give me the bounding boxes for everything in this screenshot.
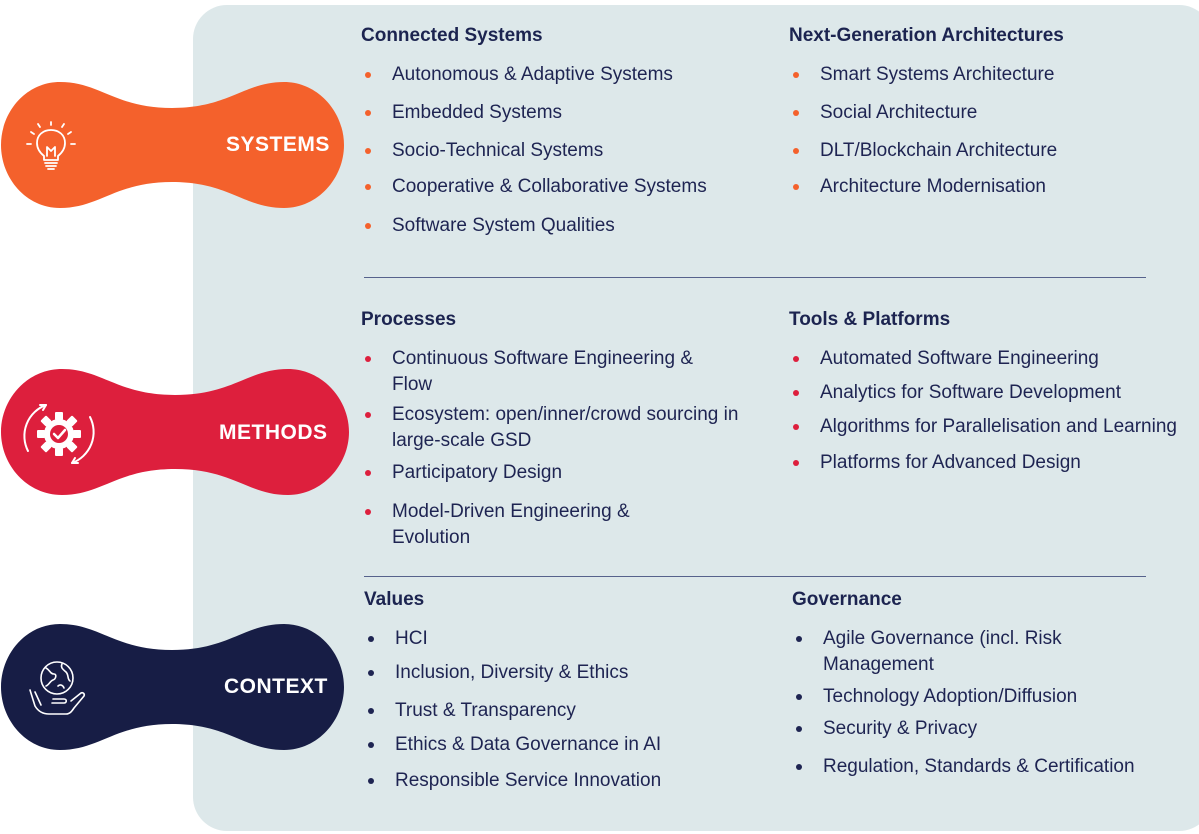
context-pillar: CONTEXT	[0, 622, 345, 752]
list-item: Security & Privacy	[792, 716, 1194, 742]
topics-panel	[193, 5, 1199, 831]
list-item: Architecture Modernisation	[789, 174, 1189, 200]
next-gen-architectures-list: Smart Systems Architecture Social Archit…	[789, 62, 1189, 200]
list-item: Trust & Transparency	[364, 698, 764, 724]
processes-heading: Processes	[361, 309, 457, 330]
list-item: Ecosystem: open/inner/crowd sourcing in …	[361, 402, 787, 454]
connected-systems-list: Autonomous & Adaptive Systems Embedded S…	[361, 62, 781, 239]
list-item: Cooperative & Collaborative Systems	[361, 174, 781, 200]
list-item: Continuous Software Engineering & Flow	[361, 346, 732, 398]
list-item: Responsible Service Innovation	[364, 768, 764, 794]
list-item: Social Architecture	[789, 100, 1189, 126]
context-pillar-shape	[1, 624, 344, 750]
next-gen-architectures-heading: Next-Generation Architectures	[789, 25, 1064, 46]
connected-systems-heading: Connected Systems	[361, 25, 543, 46]
context-label: CONTEXT	[224, 675, 328, 698]
list-item: Ethics & Data Governance in AI	[364, 732, 764, 758]
governance-heading: Governance	[792, 589, 902, 610]
divider-systems-methods	[364, 277, 1146, 278]
tools-platforms-heading: Tools & Platforms	[789, 309, 951, 330]
list-item: Regulation, Standards & Certification	[792, 754, 1194, 780]
list-item: Agile Governance (incl. Risk Management	[792, 626, 1153, 678]
list-item: Platforms for Advanced Design	[789, 450, 1194, 476]
governance-list: Agile Governance (incl. Risk Management …	[792, 626, 1194, 780]
tools-platforms-list: Automated Software Engineering Analytics…	[789, 346, 1194, 476]
list-item: Analytics for Software Development	[789, 380, 1194, 406]
list-item: Automated Software Engineering	[789, 346, 1194, 372]
list-item: Smart Systems Architecture	[789, 62, 1189, 88]
systems-pillar-shape	[1, 82, 344, 208]
processes-list: Continuous Software Engineering & Flow E…	[361, 346, 756, 551]
list-item: Technology Adoption/Diffusion	[792, 684, 1194, 710]
values-list: HCI Inclusion, Diversity & Ethics Trust …	[364, 626, 764, 794]
values-heading: Values	[364, 589, 425, 610]
list-item: Participatory Design	[361, 460, 756, 486]
methods-pillar-shape	[1, 369, 349, 495]
gear-check-icon	[23, 404, 95, 464]
lightbulb-icon	[26, 121, 76, 170]
list-item: Model-Driven Engineering & Evolution	[361, 499, 712, 551]
methods-label: METHODS	[219, 421, 328, 444]
list-item: Inclusion, Diversity & Ethics	[364, 660, 764, 686]
globe-in-hand-icon	[29, 661, 86, 715]
list-item: DLT/Blockchain Architecture	[789, 138, 1189, 164]
list-item: Embedded Systems	[361, 100, 781, 126]
systems-pillar: SYSTEMS	[0, 80, 345, 210]
list-item: Software System Qualities	[361, 213, 781, 239]
list-item: Socio-Technical Systems	[361, 138, 781, 164]
list-item: Algorithms for Parallelisation and Learn…	[789, 414, 1195, 440]
divider-methods-context	[364, 576, 1146, 577]
systems-label: SYSTEMS	[226, 133, 330, 156]
list-item: Autonomous & Adaptive Systems	[361, 62, 781, 88]
list-item: HCI	[364, 626, 764, 652]
methods-pillar: METHODS	[0, 367, 350, 497]
